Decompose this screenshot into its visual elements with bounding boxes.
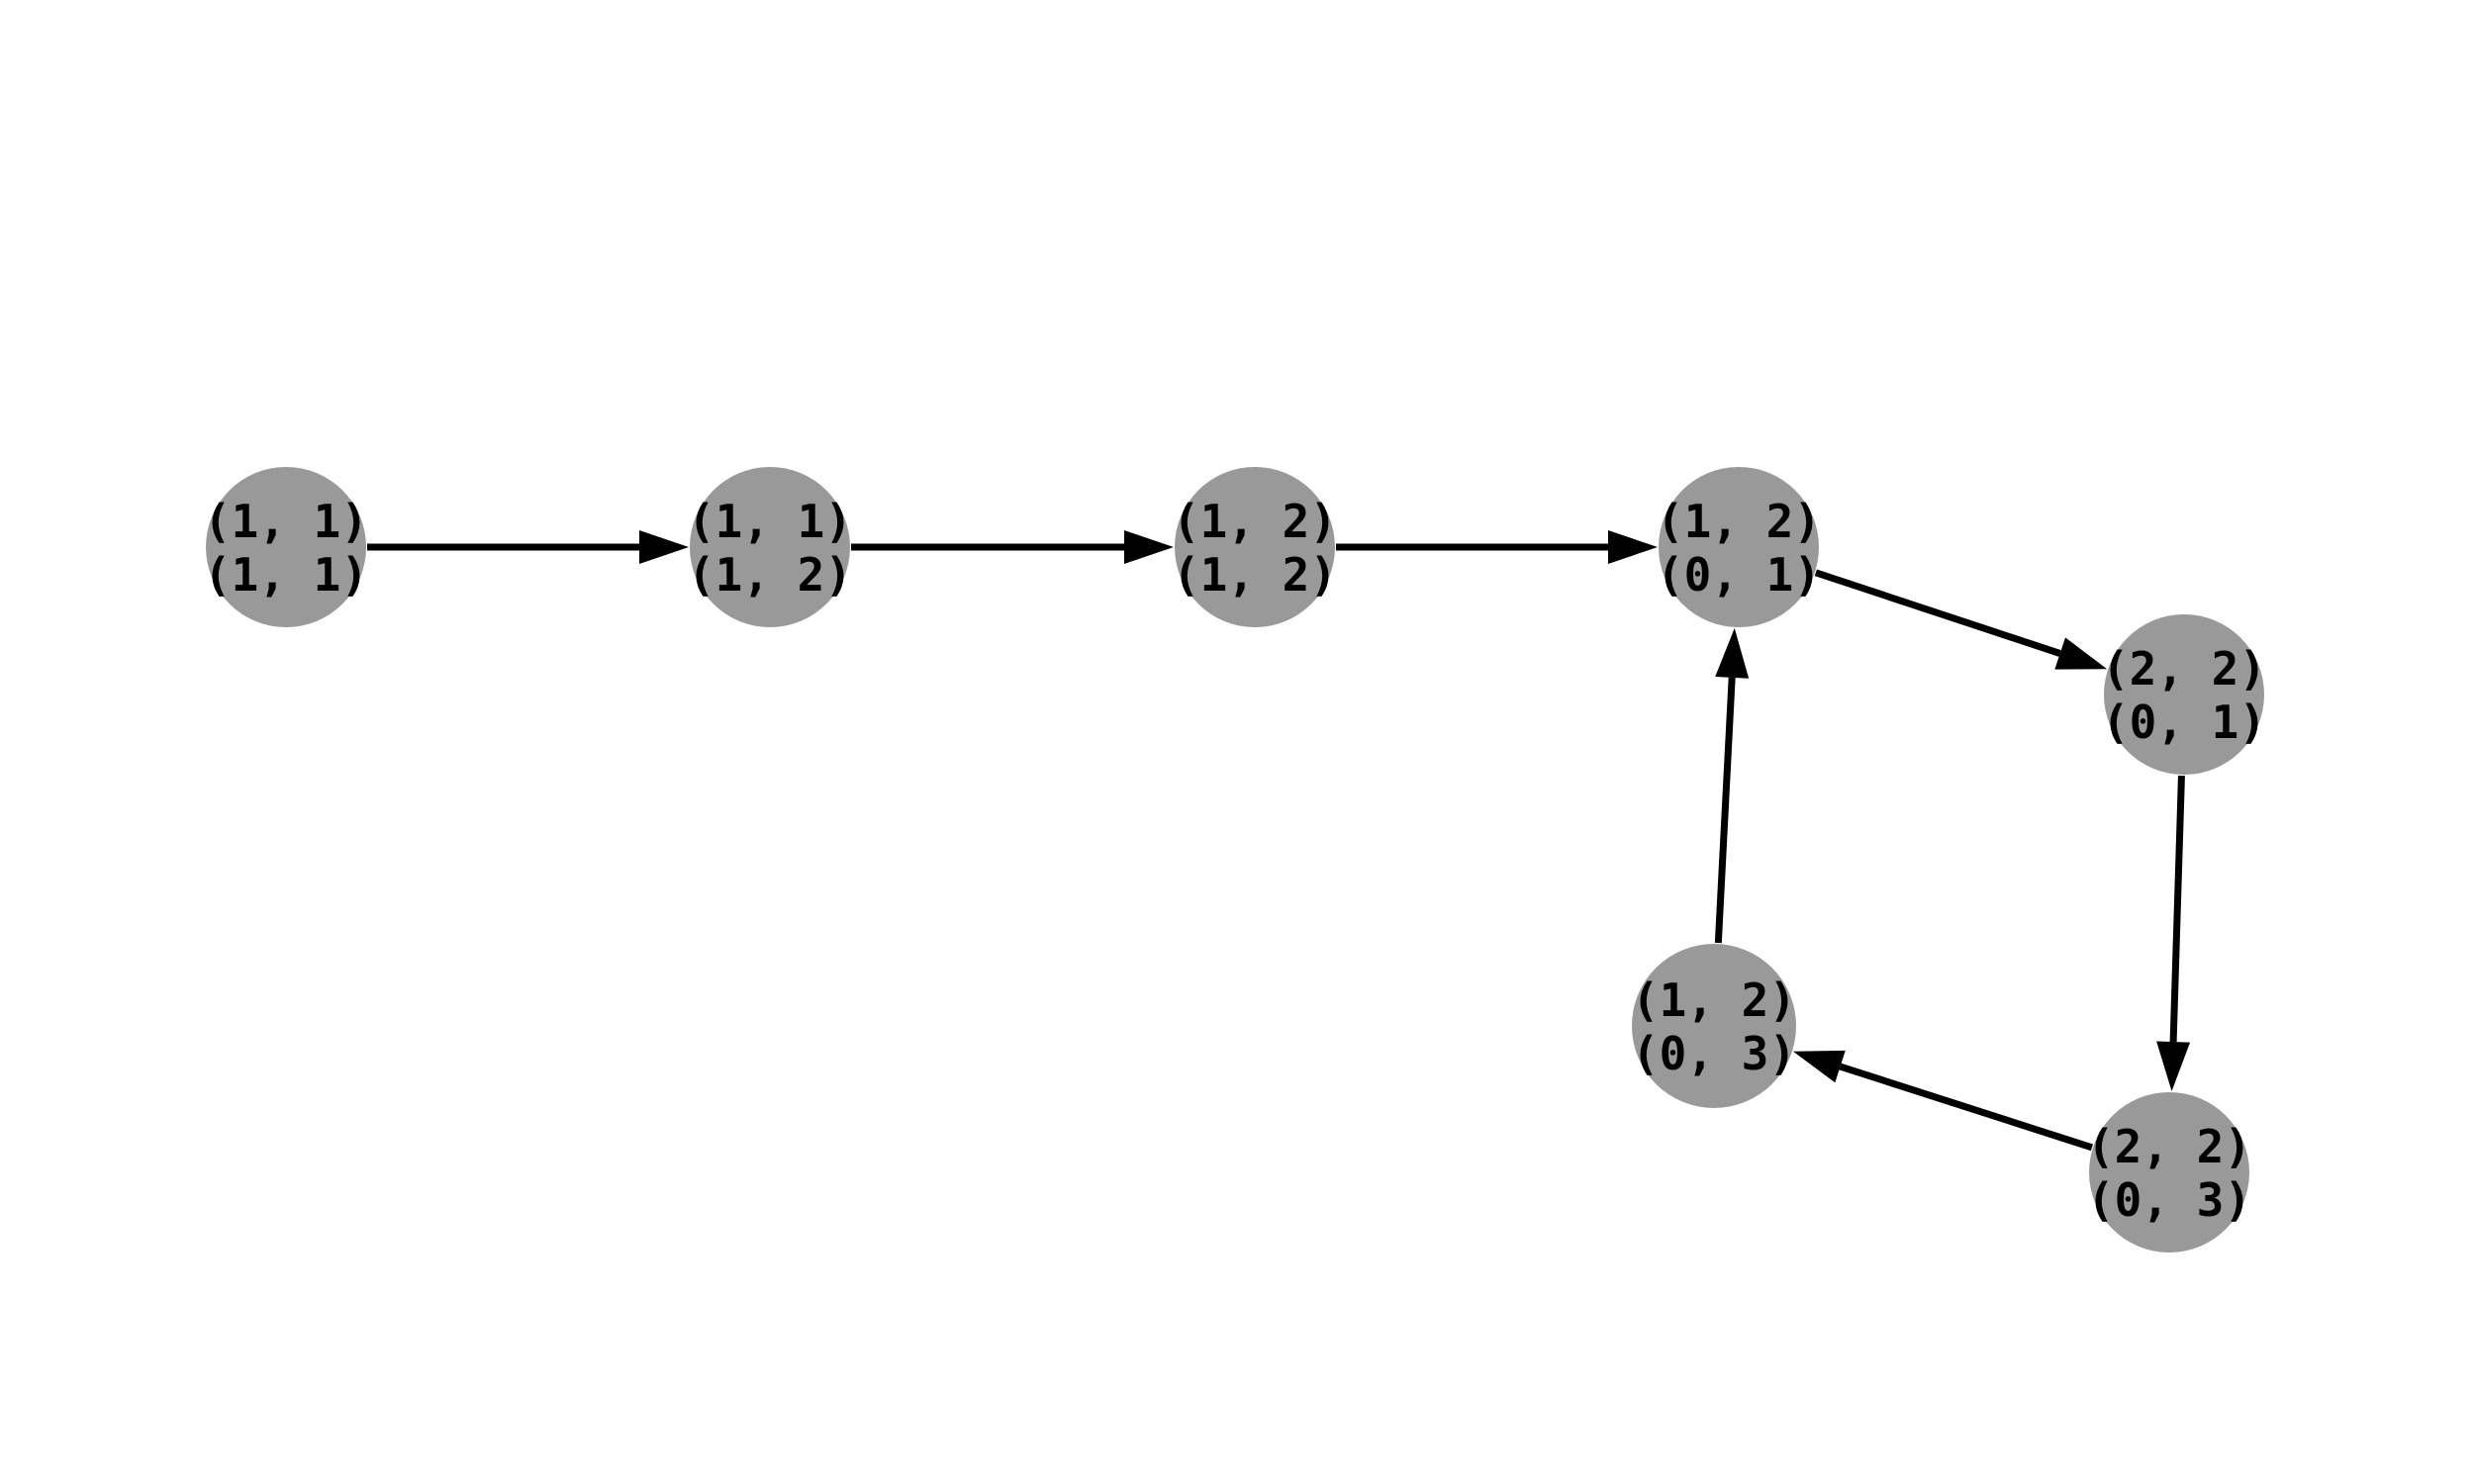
node-circle[interactable] [2104, 614, 2264, 775]
node-label-line2: (1, 2) [688, 548, 852, 602]
node-label-line2: (0, 3) [1632, 1027, 1796, 1080]
edge-arrowhead [1124, 530, 1174, 564]
node-label-line2: (0, 3) [2087, 1173, 2251, 1227]
node-circle[interactable] [206, 467, 366, 627]
node-circle[interactable] [690, 467, 850, 627]
node-label-line2: (0, 1) [2102, 696, 2266, 749]
node-circle[interactable] [2089, 1092, 2249, 1252]
graph-node[interactable]: (2, 2)(0, 1) [2102, 614, 2266, 775]
node-label-line1: (2, 2) [2102, 642, 2266, 696]
edge-arrowhead [1608, 530, 1658, 564]
node-label-line2: (1, 1) [204, 548, 368, 602]
edge-line [1814, 569, 2061, 657]
node-label-line1: (1, 2) [1657, 495, 1821, 548]
edge-arrowhead [1715, 627, 1750, 679]
edge-line [1839, 1063, 2094, 1152]
graph-node[interactable]: (1, 1)(1, 2) [688, 467, 852, 627]
nodes-layer: (1, 1)(1, 1)(1, 1)(1, 2)(1, 2)(1, 2)(1, … [204, 467, 2266, 1252]
node-label-line1: (1, 1) [204, 495, 368, 548]
graph-node[interactable]: (1, 2)(1, 2) [1173, 467, 1337, 627]
edges-layer [367, 530, 2191, 1152]
edge-arrowhead [1792, 1050, 1846, 1083]
graph-node[interactable]: (1, 2)(0, 3) [1632, 944, 1796, 1108]
node-label-line1: (1, 2) [1173, 495, 1337, 548]
node-label-line1: (1, 2) [1632, 974, 1796, 1027]
node-label-line1: (1, 1) [688, 495, 852, 548]
graph-node[interactable]: (1, 1)(1, 1) [204, 467, 368, 627]
node-circle[interactable] [1632, 944, 1796, 1108]
node-circle[interactable] [1175, 467, 1335, 627]
node-label-line2: (1, 2) [1173, 548, 1337, 602]
graph-node[interactable]: (1, 2)(0, 1) [1657, 467, 1821, 627]
node-label-line2: (0, 1) [1657, 548, 1821, 602]
edge-line [1714, 677, 1736, 944]
edge-arrowhead [2054, 637, 2108, 670]
edge-line [2169, 775, 2185, 1043]
graph-node[interactable]: (2, 2)(0, 3) [2087, 1092, 2251, 1252]
edge-arrowhead [2156, 1041, 2191, 1092]
node-circle[interactable] [1659, 467, 1819, 627]
edge-arrowhead [639, 530, 689, 564]
node-label-line1: (2, 2) [2087, 1120, 2251, 1173]
